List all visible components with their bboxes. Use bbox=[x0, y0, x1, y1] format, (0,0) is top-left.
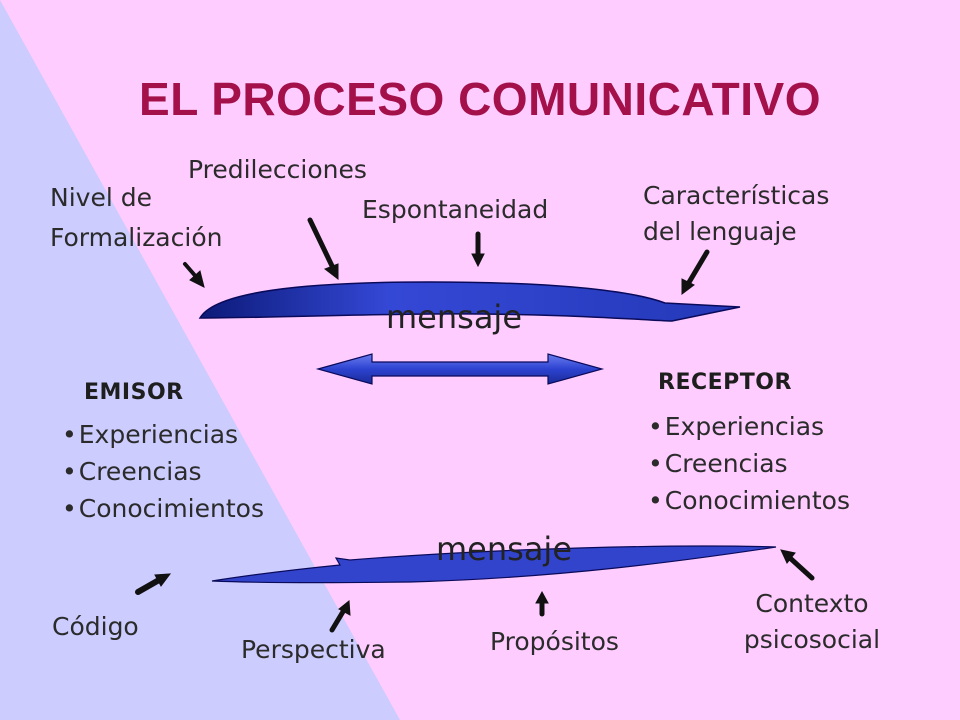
label-contexto: Contexto bbox=[755, 589, 869, 618]
arrow-perspectiva bbox=[329, 600, 351, 633]
arrow-codigo bbox=[135, 573, 172, 595]
top-curved-arrow bbox=[198, 281, 741, 322]
label-propositos: Propósitos bbox=[490, 627, 619, 656]
list-item: Creencias bbox=[648, 445, 850, 482]
slide-title: EL PROCESO COMUNICATIVO bbox=[139, 73, 821, 125]
label-codigo: Código bbox=[52, 612, 139, 641]
label-formalizacion: Formalización bbox=[50, 223, 223, 252]
list-item: Conocimientos bbox=[62, 490, 264, 527]
background-blue-wedge bbox=[0, 0, 400, 720]
message-label-top: mensaje bbox=[386, 298, 522, 336]
arrow-caracteristicas bbox=[681, 249, 710, 295]
arrow-propositos bbox=[535, 590, 549, 617]
arrow-contexto bbox=[780, 549, 815, 581]
arrow-nivel bbox=[183, 262, 205, 288]
message-label-bottom: mensaje bbox=[436, 530, 572, 568]
emisor-list: Experiencias Creencias Conocimientos bbox=[62, 416, 264, 527]
receptor-heading: RECEPTOR bbox=[658, 370, 792, 395]
list-item: Creencias bbox=[62, 453, 264, 490]
emisor-heading: EMISOR bbox=[84, 380, 184, 405]
label-perspectiva: Perspectiva bbox=[241, 635, 386, 664]
label-psicosocial: psicosocial bbox=[743, 625, 881, 654]
arrow-predilecciones bbox=[307, 217, 339, 281]
label-predilecciones: Predilecciones bbox=[188, 155, 367, 184]
double-headed-arrow bbox=[315, 353, 605, 385]
label-del-lenguaje: del lenguaje bbox=[643, 217, 797, 246]
list-item: Conocimientos bbox=[648, 482, 850, 519]
label-caracteristicas: Características bbox=[643, 181, 830, 210]
list-item: Experiencias bbox=[648, 408, 850, 445]
label-espontaneidad: Espontaneidad bbox=[362, 195, 549, 224]
arrow-espontaneidad bbox=[471, 231, 485, 268]
list-item: Experiencias bbox=[62, 416, 264, 453]
bottom-curved-arrow bbox=[211, 545, 777, 584]
label-nivel-de: Nivel de bbox=[50, 183, 152, 212]
receptor-list: Experiencias Creencias Conocimientos bbox=[648, 408, 850, 519]
